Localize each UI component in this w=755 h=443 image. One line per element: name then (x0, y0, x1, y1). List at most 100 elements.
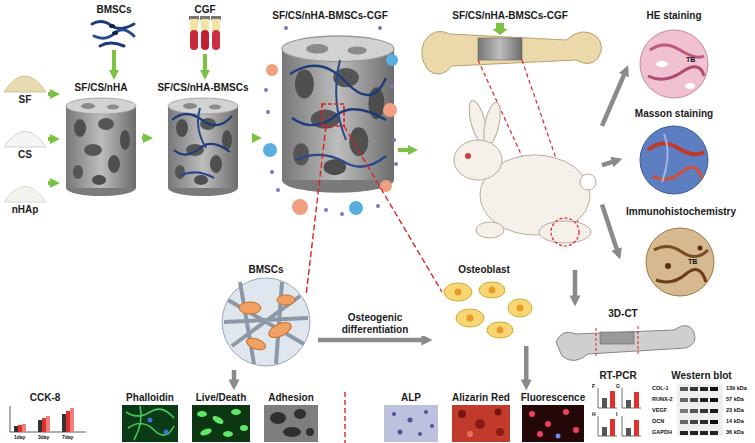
flow-arrow (142, 136, 149, 140)
stage-label: Fluorescence (520, 392, 586, 404)
loaded-scaffold-details (349, 201, 363, 215)
illustration (168, 98, 238, 196)
loaded-scaffold-details (390, 84, 394, 88)
stage-label: CS (17, 149, 33, 161)
stage-box: SF (2, 60, 48, 108)
loaded-scaffold-details (394, 162, 398, 166)
flow-arrow (203, 54, 207, 76)
result-thumbnails (573, 427, 579, 433)
powder-piles (4, 187, 46, 203)
zoom-lines (306, 126, 442, 443)
bone-and-rabbit (454, 140, 502, 180)
seeded-cells (198, 108, 206, 148)
result-thumbnails (10, 384, 723, 442)
stage-box: HE staining (628, 8, 720, 104)
zoom-lines (306, 126, 326, 296)
result-thumbnails (610, 391, 615, 408)
stage-label: Immunohistochemistry (625, 206, 737, 218)
result-thumbnails (690, 420, 698, 424)
result-thumbnails (680, 420, 688, 424)
stage-label: Masson staining (634, 108, 714, 120)
flow-arrow (524, 346, 529, 386)
result-thumbnails (264, 405, 318, 442)
result-thumbnails (680, 387, 688, 391)
osteoblast-cells (444, 283, 472, 301)
loaded-scaffold-details (292, 199, 308, 215)
cell-drawing (92, 21, 134, 46)
result-thumbnails (610, 419, 615, 436)
stage-box: Phalloidin (118, 390, 182, 442)
cell-drawing (92, 21, 134, 28)
loaded-scaffold-details (263, 143, 277, 157)
cells-on-fibers (222, 278, 310, 366)
cgf-tubes (201, 19, 209, 31)
figure-label: RUNX-2 (652, 396, 672, 403)
result-thumbnails (602, 427, 607, 436)
loaded-scaffold-details (266, 110, 270, 114)
result-thumbnails (66, 411, 70, 432)
result-thumbnails (294, 409, 306, 419)
ct-bone (638, 326, 639, 354)
staining-images (654, 246, 708, 256)
stage-label: SF/CS/nHA (74, 82, 129, 94)
result-thumbnails (680, 398, 688, 402)
result-thumbnails (199, 427, 212, 437)
cells-on-fibers (245, 336, 267, 352)
stage-label: Adhesion (267, 392, 315, 404)
loaded-scaffold-details (263, 26, 398, 216)
bone-and-rabbit (465, 153, 471, 159)
ct-bone (600, 332, 634, 344)
osteoblast-cells (487, 322, 513, 338)
result-thumbnails (556, 434, 561, 439)
result-thumbnails (634, 392, 639, 408)
stage-box: SF/CS/nHA-BMSCs-CGF (262, 8, 398, 220)
bone-and-rabbit (492, 23, 508, 35)
result-thumbnails (495, 409, 502, 416)
flow-arrow (253, 136, 258, 140)
bone-and-rabbit (422, 31, 602, 74)
loaded-scaffold-details (296, 155, 386, 167)
figure-label: 139 kDa (726, 385, 747, 392)
loaded-scaffold-details (340, 212, 344, 216)
flow-arrow (112, 50, 116, 76)
result-thumbnails (537, 431, 543, 437)
result-thumbnails (384, 405, 438, 442)
stage-label: BMSCs (95, 4, 132, 16)
illustration (66, 98, 136, 196)
stage-label: SF/CS/nHA-BMSCs (156, 82, 249, 94)
loaded-scaffold-details (264, 88, 268, 92)
stage-box: CGF (180, 2, 230, 54)
result-thumbnails (430, 424, 434, 428)
cell-drawing (94, 30, 134, 39)
flow-arrow (602, 160, 618, 165)
figure-label: H (592, 411, 596, 418)
staining-images (648, 143, 704, 154)
loaded-scaffold-details (378, 26, 382, 30)
result-thumbnails (700, 398, 708, 402)
flow-arrow (318, 338, 428, 343)
figure-label: 7day (62, 434, 73, 441)
loaded-scaffold-details (376, 204, 380, 208)
result-thumbnails (46, 416, 50, 432)
result-thumbnails (602, 398, 607, 408)
cell-drawing (109, 24, 115, 28)
staining-images (698, 246, 703, 251)
result-thumbnails (475, 419, 485, 429)
result-thumbnails (240, 425, 248, 431)
result-thumbnails (231, 409, 241, 415)
result-thumbnails (306, 428, 314, 436)
stage-box: SF/CS/nHA-BMSCs (153, 80, 253, 196)
stage-box: 3D-CT (548, 306, 698, 370)
loaded-scaffold-details (322, 104, 344, 126)
osteoblast-cells (497, 327, 504, 334)
stage-label: Osteoblast (457, 264, 511, 276)
figure-label: TB (686, 56, 695, 65)
result-thumbnails (22, 424, 26, 432)
cells-on-fibers (277, 295, 295, 305)
seeded-cells (172, 108, 232, 178)
result-thumbnails (458, 410, 466, 418)
stage-label: 3D-CT (607, 308, 638, 320)
result-thumbnails (700, 431, 708, 435)
